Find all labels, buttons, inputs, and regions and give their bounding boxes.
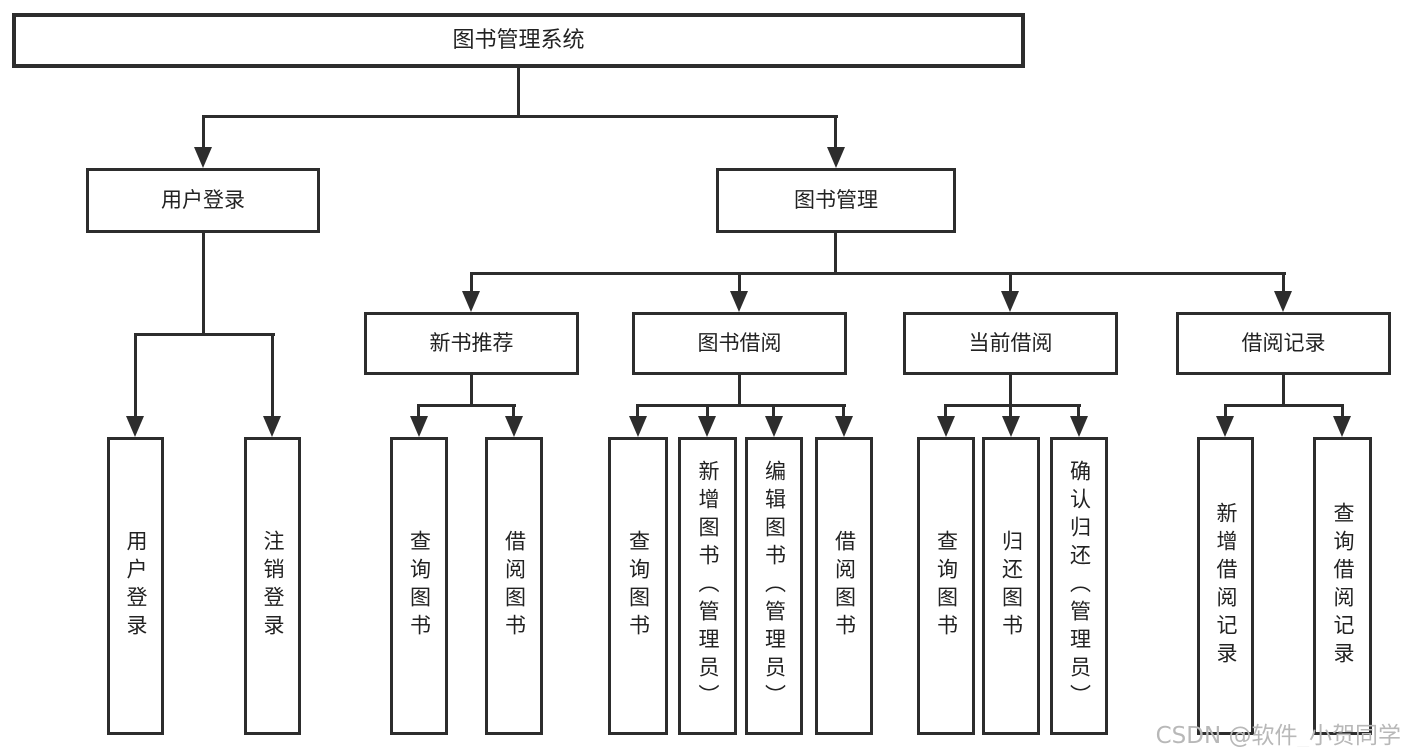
leaf-query-books-current: 查询图书 [917, 437, 975, 735]
node-label: 查询借阅记录 [1331, 502, 1355, 670]
node-borrowing-records: 借阅记录 [1176, 312, 1391, 375]
node-user-login: 用户登录 [86, 168, 320, 233]
node-label: 新增图书（管理员） [696, 460, 720, 712]
leaf-query-borrow-record: 查询借阅记录 [1313, 437, 1372, 735]
connector-vline [1077, 404, 1080, 420]
node-label: 新书推荐 [429, 331, 514, 355]
node-label: 当前借阅 [968, 331, 1053, 355]
connector-vline [1009, 373, 1012, 407]
arrowhead-down-icon [1070, 416, 1088, 437]
node-label: 借阅记录 [1241, 331, 1326, 355]
leaf-add-borrow-record: 新增借阅记录 [1197, 437, 1254, 735]
leaf-return-book: 归还图书 [982, 437, 1040, 735]
leaf-query-books-recommend: 查询图书 [390, 437, 448, 735]
node-label: 图书管理 [794, 188, 878, 212]
arrowhead-down-icon [1333, 416, 1351, 437]
connector-vline [470, 373, 473, 407]
connector-vline [470, 272, 473, 298]
connector-vline [834, 115, 837, 155]
arrowhead-down-icon [698, 416, 716, 437]
connector-vline [772, 404, 775, 420]
arrowhead-down-icon [1274, 291, 1292, 312]
arrowhead-down-icon [1001, 291, 1019, 312]
node-label: 查询图书 [407, 530, 432, 642]
connector-vline [202, 231, 205, 336]
leaf-user-login: 用户登录 [107, 437, 164, 735]
arrowhead-down-icon [730, 291, 748, 312]
node-book-borrowing: 图书借阅 [632, 312, 847, 375]
connector-hline [202, 115, 838, 118]
arrowhead-down-icon [410, 416, 428, 437]
node-current-borrowing: 当前借阅 [903, 312, 1118, 375]
connector-hline [134, 333, 275, 336]
connector-vline [738, 373, 741, 407]
connector-vline [1009, 272, 1012, 298]
connector-hline [417, 404, 516, 407]
node-label: 编辑图书（管理员） [762, 460, 787, 712]
connector-vline [134, 333, 137, 421]
node-library-system: 图书管理系统 [12, 13, 1025, 68]
leaf-logout: 注销登录 [244, 437, 301, 735]
arrowhead-down-icon [462, 291, 480, 312]
connector-vline [517, 66, 520, 118]
connector-vline [512, 404, 515, 420]
node-label: 注销登录 [261, 530, 285, 642]
leaf-edit-book-admin: 编辑图书（管理员） [745, 437, 803, 735]
node-label: 归还图书 [999, 530, 1024, 642]
connector-vline [1224, 404, 1227, 420]
arrowhead-down-icon [765, 416, 783, 437]
node-label: 图书管理系统 [452, 27, 585, 53]
node-label: 确认归还（管理员） [1067, 460, 1092, 712]
leaf-query-books-borrowing: 查询图书 [608, 437, 668, 735]
connector-vline [1341, 404, 1344, 420]
node-book-management: 图书管理 [716, 168, 956, 233]
node-label: 借阅图书 [832, 530, 857, 642]
arrowhead-down-icon [505, 416, 523, 437]
leaf-borrow-books-recommend: 借阅图书 [485, 437, 543, 735]
csdn-watermark: CSDN @软件_小贺同学 [1155, 723, 1401, 747]
node-label: 用户登录 [124, 530, 148, 642]
leaf-confirm-return-admin: 确认归还（管理员） [1050, 437, 1108, 735]
leaf-borrow-books-borrowing: 借阅图书 [815, 437, 873, 735]
arrowhead-down-icon [1002, 416, 1020, 437]
connector-hline [470, 272, 1286, 275]
node-label: 新增借阅记录 [1214, 502, 1238, 670]
arrowhead-down-icon [194, 147, 212, 168]
node-label: 借阅图书 [502, 530, 527, 642]
connector-vline [1282, 272, 1285, 298]
node-new-book-recommendation: 新书推荐 [364, 312, 579, 375]
connector-hline [1224, 404, 1344, 407]
connector-vline [271, 333, 274, 421]
arrowhead-down-icon [263, 416, 281, 437]
node-label: 用户登录 [161, 188, 245, 212]
arrowhead-down-icon [629, 416, 647, 437]
leaf-add-book-admin: 新增图书（管理员） [678, 437, 737, 735]
connector-vline [417, 404, 420, 420]
connector-vline [706, 404, 709, 420]
node-label: 图书借阅 [697, 331, 782, 355]
arrowhead-down-icon [827, 147, 845, 168]
node-label: 查询图书 [626, 530, 651, 642]
connector-vline [636, 404, 639, 420]
connector-vline [1282, 373, 1285, 407]
arrowhead-down-icon [835, 416, 853, 437]
connector-vline [944, 404, 947, 420]
connector-vline [842, 404, 845, 420]
arrowhead-down-icon [1216, 416, 1234, 437]
arrowhead-down-icon [126, 416, 144, 437]
connector-vline [202, 115, 205, 155]
connector-vline [834, 231, 837, 275]
connector-hline [636, 404, 846, 407]
arrowhead-down-icon [937, 416, 955, 437]
connector-hline [944, 404, 1081, 407]
connector-vline [738, 272, 741, 298]
connector-vline [1009, 404, 1012, 420]
node-label: 查询图书 [934, 530, 959, 642]
